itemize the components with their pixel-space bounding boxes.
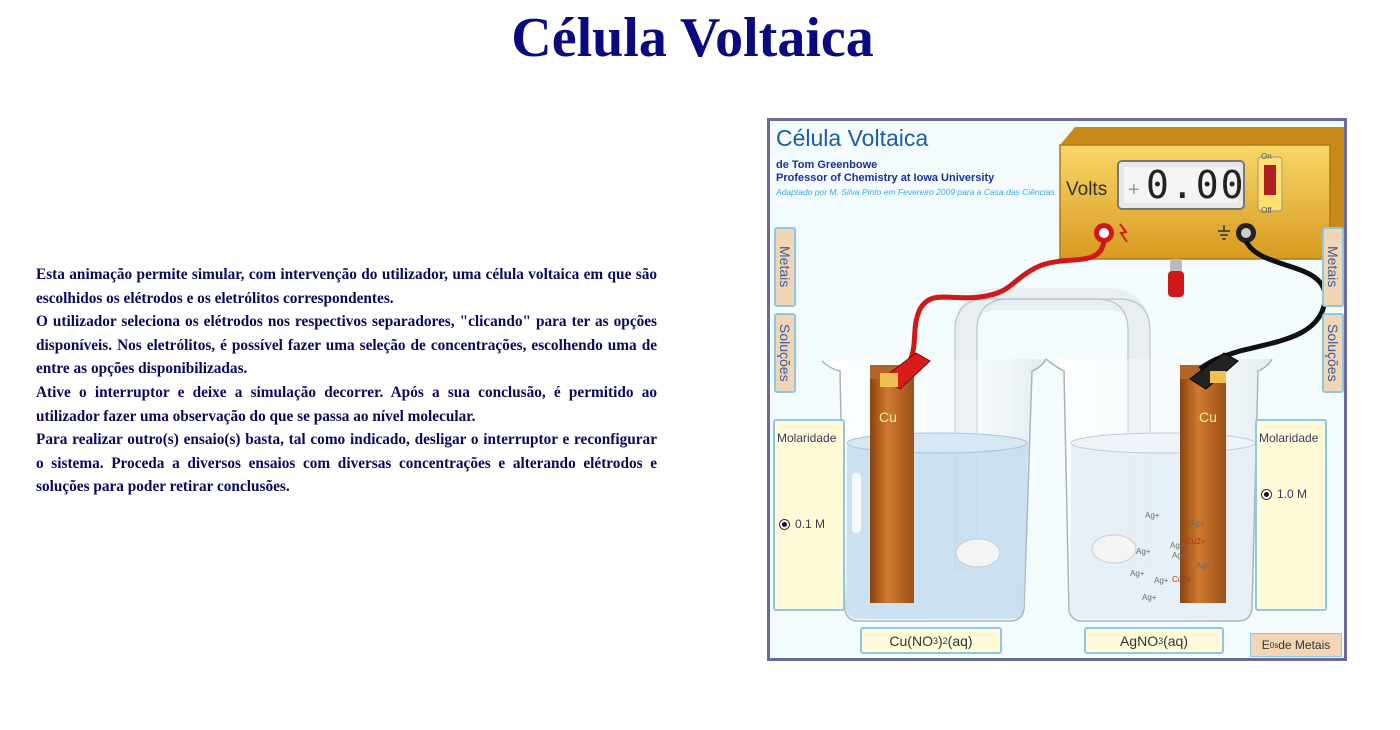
tab-solutions-right-label: Soluções [1325,324,1341,382]
solution-right-main: AgNO [1119,632,1159,649]
right-electrode-label: Cu [1199,409,1217,425]
voltaic-cell-simulation[interactable]: Célula Voltaica de Tom Greenbowe Profess… [767,118,1347,661]
solution-right-sub: 3 [1158,635,1164,646]
voltage-reading: 0.00 [1146,163,1246,207]
tab-metals-left-label: Metais [777,246,793,288]
right-solution [1070,443,1254,619]
radio-selected-icon [779,518,790,530]
tab-metals-left[interactable]: Metais [774,227,796,307]
right-electrode [1180,365,1226,603]
switch-on-label: On [1261,152,1272,161]
molarity-value-right: 1.0 M [1277,487,1308,501]
ion-label: Ag+ [1154,576,1169,585]
cotton-plug-left [955,538,1001,568]
ion-label: Ag+ [1136,547,1151,556]
simulation-drawing [821,127,1344,622]
ion-label: Ag+ [1196,561,1211,570]
tab-solutions-left[interactable]: Soluções [774,313,796,393]
solution-left-rest: ) [937,632,943,649]
molarity-option-right[interactable]: 1.0 M [1261,487,1307,501]
red-wire [903,240,1107,371]
radio-selected-icon [1261,488,1272,500]
description: Esta animação permite simular, com inter… [36,263,657,499]
solution-left-main: Cu(NO [889,632,933,649]
molarity-label-left: Molaridade [777,431,837,445]
sim-author-name: de Tom Greenbowe [776,159,878,171]
molarity-option-left[interactable]: 0.1 M [779,517,825,531]
solution-left-sub2: 2 [942,635,948,646]
sim-author: de Tom Greenbowe Professor of Chemistry … [776,159,994,185]
black-wire [1198,239,1328,371]
molarity-panel-left: Molaridade 0.1 M [773,419,845,611]
voltmeter [1059,127,1344,297]
power-switch[interactable] [1256,157,1284,213]
sim-title: Célula Voltaica [776,125,929,151]
solution-left-sub: 3 [932,635,938,646]
ion-label: Ag+ [1172,551,1187,560]
volts-label: Volts [1066,179,1108,200]
left-electrode-label: Cu [879,409,897,425]
eo-sub: 0s [1269,640,1279,650]
left-beaker [821,358,1047,622]
ion-label: Cu2+ [1186,537,1206,546]
eo-main: E [1261,638,1270,652]
tab-solutions-left-label: Soluções [777,324,793,382]
description-paragraph: Esta animação permite simular, com inter… [36,266,657,307]
ion-label: Cu2+ [1172,575,1192,584]
tab-metals-right[interactable]: Metais [1322,227,1344,307]
page-title: Célula Voltaica [511,7,874,69]
switch-off-label: Off [1261,206,1272,215]
molarity-label-right: Molaridade [1259,431,1319,445]
ion-label: Ag+ [1130,569,1145,578]
eo-tail: de Metais [1278,638,1331,652]
sim-adaptation-note: Adaptado por M. Silva Pinto em Fevereiro… [776,187,1055,197]
tab-solutions-right[interactable]: Soluções [1322,313,1344,393]
solution-right-tail: (aq) [1163,632,1189,649]
tab-metals-right-label: Metais [1325,246,1341,288]
ion-label: Ag+ [1145,511,1160,520]
lcd-sign: + [1128,179,1140,201]
description-paragraph: Ative o interruptor e deixe a simulação … [36,383,657,425]
ion-label: Ag+ [1142,593,1157,602]
molarity-panel-right: Molaridade 1.0 M [1255,419,1327,611]
left-electrode [870,365,914,603]
sim-author-affiliation: Professor of Chemistry at Iowa Universit… [776,172,995,184]
ion-label: Ag+ [1190,519,1205,528]
molarity-value-left: 0.1 M [795,517,826,531]
ion-label: Ag+ [1170,541,1185,550]
solution-left-tail: (aq) [947,632,973,649]
description-paragraph: Para realizar outro(s) ensaio(s) basta, … [36,431,657,496]
description-paragraph: O utilizador seleciona os elétrodos nos … [36,313,657,378]
cotton-plug-right [1091,534,1137,564]
